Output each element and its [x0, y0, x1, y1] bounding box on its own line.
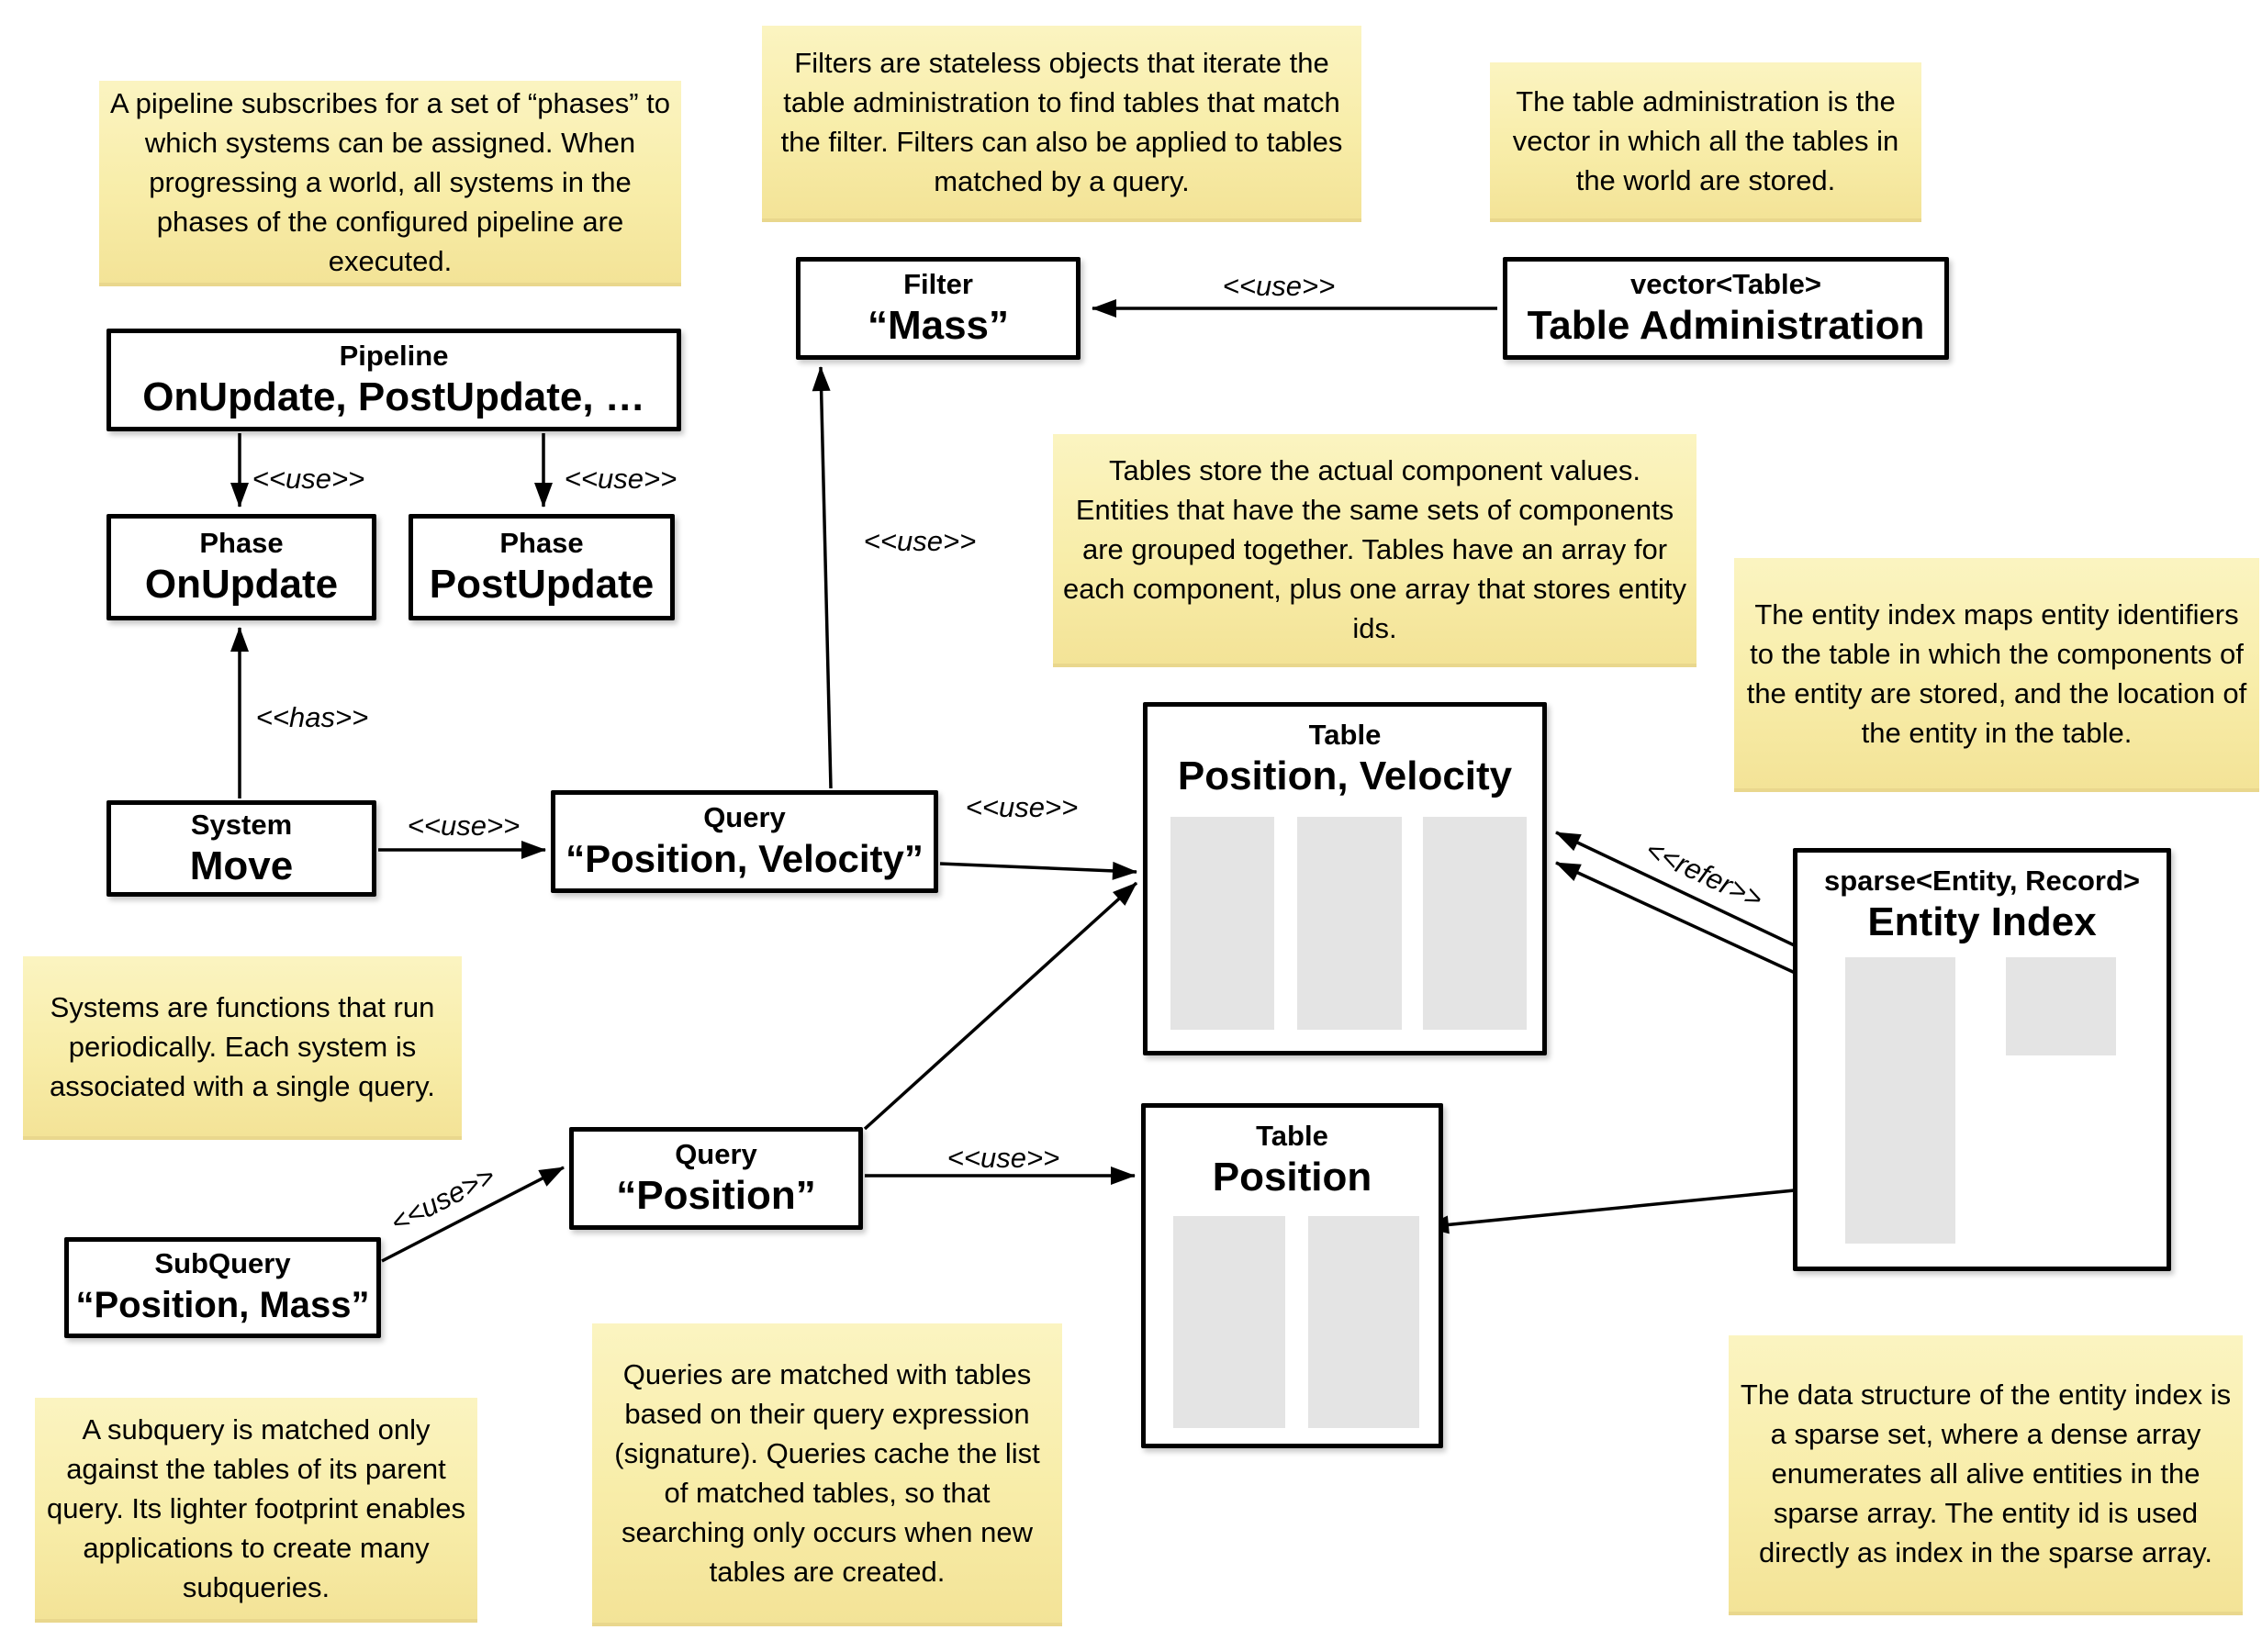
box-subquery-value: “Position, Mass”	[75, 1285, 370, 1325]
edge-entityindex-refer-upper	[1555, 831, 1840, 968]
note-subquery-text: A subquery is matched only against the t…	[46, 1413, 466, 1603]
note-sparse-set-text: The data structure of the entity index i…	[1740, 1379, 2232, 1568]
box-entity-index: sparse<Entity, Record> Entity Index	[1793, 848, 2171, 1271]
component-array-2	[1308, 1216, 1419, 1428]
component-array-2	[1297, 817, 1402, 1030]
note-table-administration-text: The table administration is the vector i…	[1512, 84, 1899, 196]
note-pipeline-text: A pipeline subscribes for a set of “phas…	[110, 86, 670, 277]
edge-label-use-query-tableposvel: <<use>>	[966, 791, 1078, 823]
edge-label-use-pipeline-postupdate: <<use>>	[565, 463, 677, 495]
note-tables: Tables store the actual component values…	[1053, 434, 1696, 667]
box-table-administration: vector<Table> Table Administration	[1503, 257, 1949, 360]
edge-query-to-filter	[812, 366, 833, 789]
box-query-position-value: “Position”	[616, 1173, 816, 1218]
box-query-position-velocity: Query “Position, Velocity”	[551, 790, 938, 893]
edge-query-to-table-posvel	[939, 861, 1137, 880]
edge-label-use-queryposition-tableposition: <<use>>	[947, 1142, 1059, 1174]
box-table-administration-value: Table Administration	[1527, 303, 1925, 348]
box-filter-mass-title: Filter	[903, 268, 973, 300]
box-system-move: System Move	[106, 800, 376, 897]
box-phase-postupdate-value: PostUpdate	[429, 562, 655, 607]
edge-entityindex-refer-lower	[1555, 861, 1840, 995]
box-pipeline-title: Pipeline	[339, 340, 449, 372]
box-system-move-title: System	[190, 808, 293, 841]
edge-label-use-subquery: <<use>>	[386, 1159, 500, 1239]
box-table-position: Table Position	[1141, 1103, 1443, 1448]
note-entity-index: The entity index maps entity identifiers…	[1734, 558, 2259, 792]
box-filter-mass-value: “Mass”	[867, 303, 1010, 348]
box-subquery-title: SubQuery	[154, 1247, 291, 1279]
note-tables-text: Tables store the actual component values…	[1063, 453, 1686, 644]
box-query-position-velocity-title: Query	[703, 801, 786, 833]
box-table-administration-title: vector<Table>	[1630, 268, 1821, 300]
edge-label-use-move-query: <<use>>	[408, 809, 520, 842]
box-table-position-velocity-value: Position, Velocity	[1177, 753, 1513, 798]
component-array-3	[1423, 817, 1527, 1030]
component-array-1	[1173, 1216, 1285, 1428]
box-query-position-velocity-value: “Position, Velocity”	[566, 837, 924, 880]
box-table-position-velocity-title: Table	[1308, 719, 1382, 751]
box-table-position-title: Table	[1256, 1120, 1328, 1152]
note-systems-text: Systems are functions that run periodica…	[50, 990, 435, 1102]
box-entity-index-value: Entity Index	[1867, 899, 2097, 944]
edge-label-has: <<has>>	[256, 701, 368, 733]
note-systems: Systems are functions that run periodica…	[23, 956, 462, 1140]
box-phase-postupdate: Phase PostUpdate	[409, 514, 675, 620]
note-sparse-set: The data structure of the entity index i…	[1729, 1335, 2243, 1615]
box-system-move-value: Move	[189, 843, 294, 888]
box-query-position: Query “Position”	[569, 1127, 863, 1230]
edge-entityindex-to-table-position	[1424, 1184, 1842, 1234]
box-phase-onupdate: Phase OnUpdate	[106, 514, 376, 620]
note-table-administration: The table administration is the vector i…	[1490, 62, 1921, 222]
edge-label-use-pipeline-onupdate: <<use>>	[252, 463, 364, 495]
dense-array	[2006, 957, 2116, 1055]
box-phase-onupdate-title: Phase	[199, 527, 284, 559]
box-table-position-velocity: Table Position, Velocity	[1143, 702, 1547, 1055]
component-array-1	[1170, 817, 1274, 1030]
box-pipeline-value: OnUpdate, PostUpdate, …	[142, 374, 645, 419]
note-pipeline: A pipeline subscribes for a set of “phas…	[99, 81, 681, 286]
sparse-array	[1845, 957, 1955, 1244]
edge-subquery-to-queryposition	[381, 1166, 565, 1263]
note-queries-text: Queries are matched with tables based on…	[614, 1358, 1040, 1588]
note-queries: Queries are matched with tables based on…	[592, 1323, 1062, 1626]
box-entity-index-title: sparse<Entity, Record>	[1823, 865, 2140, 897]
note-filters-text: Filters are stateless objects that itera…	[780, 47, 1343, 197]
box-pipeline: Pipeline OnUpdate, PostUpdate, …	[106, 329, 681, 431]
box-table-position-value: Position	[1212, 1155, 1372, 1200]
edge-queryposition-to-table-posvel	[863, 881, 1138, 1131]
box-query-position-title: Query	[675, 1138, 757, 1170]
note-entity-index-text: The entity index maps entity identifiers…	[1746, 597, 2247, 749]
edge-label-use-tableadmin-filter: <<use>>	[1223, 270, 1335, 302]
box-phase-postupdate-title: Phase	[499, 527, 584, 559]
note-subquery: A subquery is matched only against the t…	[35, 1398, 477, 1623]
box-phase-onupdate-value: OnUpdate	[144, 562, 339, 607]
edge-label-use-query-filter: <<use>>	[864, 525, 976, 557]
box-filter-mass: Filter “Mass”	[796, 257, 1081, 360]
box-subquery: SubQuery “Position, Mass”	[64, 1237, 381, 1338]
note-filters: Filters are stateless objects that itera…	[762, 26, 1361, 222]
